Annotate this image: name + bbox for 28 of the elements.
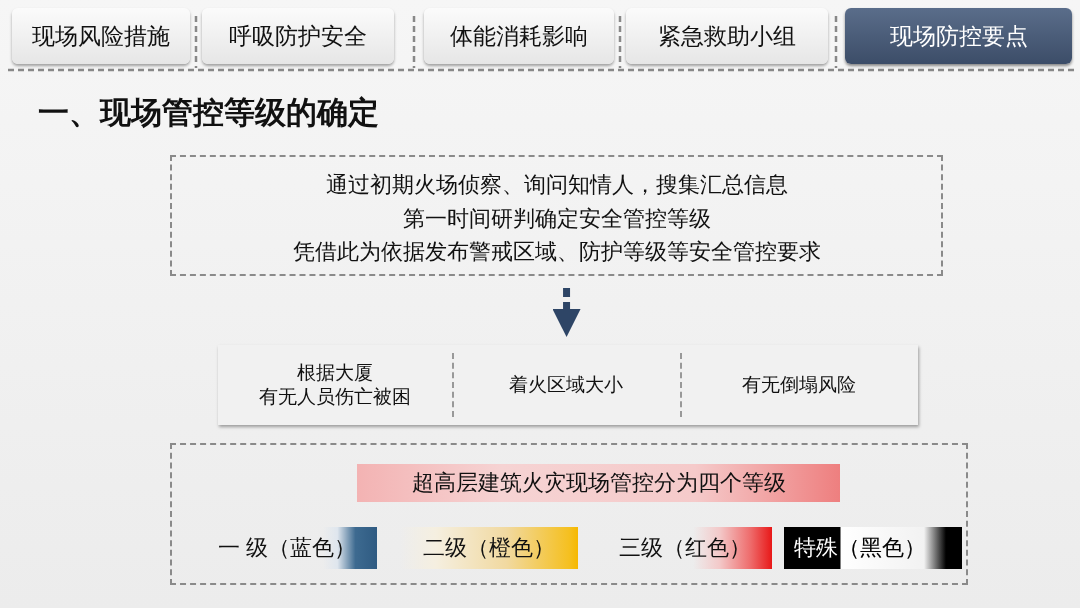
info-text: 通过初期火场侦察、询问知情人，搜集汇总信息 xyxy=(325,171,788,199)
info-text: 第一时间研判确定安全管控等级 xyxy=(402,204,711,233)
dashed-box xyxy=(170,443,968,585)
criteria-text: 有无人员伤亡被困 xyxy=(259,385,411,409)
tab-label: 紧急救助小组 xyxy=(658,21,796,51)
heading-text: 超高层建筑火灾现场管控分为四个等级 xyxy=(411,469,786,497)
heading-band xyxy=(357,464,840,502)
criteria-text: 根据大厦 xyxy=(297,361,373,385)
tab xyxy=(202,8,394,64)
criteria-bar xyxy=(218,345,918,425)
level-label xyxy=(784,527,962,569)
active-tab xyxy=(845,8,1072,64)
level-text: 二级（橙色） xyxy=(423,534,555,562)
tab-label: 体能消耗影响 xyxy=(450,21,588,51)
level-text: 一 级（蓝色） xyxy=(217,534,357,562)
tab-label: 呼吸防护安全 xyxy=(229,21,367,51)
tab-label: 现场防控要点 xyxy=(889,21,1028,51)
tab-label: 现场风险措施 xyxy=(32,21,170,51)
level-text: 特殊（黑色） xyxy=(794,534,926,562)
tab xyxy=(626,8,828,64)
criteria-text: 有无倒塌风险 xyxy=(742,373,856,397)
tab xyxy=(424,8,614,64)
level-text: 三级（红色） xyxy=(618,534,751,562)
section-title: 一、现场管控等级的确定 xyxy=(38,93,379,132)
info-text: 凭借此为依据发布警戒区域、防护等级等安全管控要求 xyxy=(292,238,821,266)
dashed-box xyxy=(170,155,943,276)
tab xyxy=(12,8,190,64)
criteria-text: 着火区域大小 xyxy=(509,373,623,397)
